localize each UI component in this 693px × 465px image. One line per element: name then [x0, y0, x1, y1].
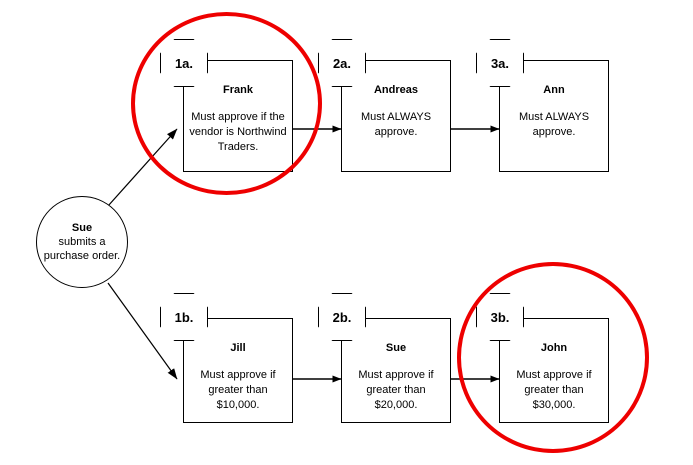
task-rule-1a: Must approve if the vendor is Northwind …	[189, 111, 287, 153]
octagon-shape-icon	[318, 293, 366, 341]
step-badge-1b[interactable]: 1b.	[160, 293, 208, 341]
task-person-3b: John	[540, 342, 568, 354]
step-badge-2b[interactable]: 2b.	[318, 293, 366, 341]
task-person-3a: Ann	[543, 84, 565, 96]
step-badge-3a[interactable]: 3a.	[476, 39, 524, 87]
step-badge-2a[interactable]: 2a.	[318, 39, 366, 87]
task-rule-3a: Must ALWAYS approve.	[518, 111, 590, 138]
octagon-shape-icon	[476, 39, 524, 87]
task-person-1a: Frank	[223, 84, 253, 96]
octagon-shape-icon	[476, 293, 524, 341]
task-box-3b[interactable]: John Must approve if greater than $30,00…	[499, 318, 609, 423]
step-badge-3b[interactable]: 3b.	[476, 293, 524, 341]
start-node-body: submits a purchase order.	[43, 236, 121, 262]
task-rule-3b: Must approve if greater than $30,000.	[516, 369, 592, 411]
step-label-3a: 3a.	[490, 55, 510, 71]
octagon-shape-icon	[160, 293, 208, 341]
edge-start-to-1a	[107, 128, 178, 207]
step-label-1a: 1a.	[174, 55, 194, 71]
step-badge-1a[interactable]: 1a.	[160, 39, 208, 87]
step-label-2b: 2b.	[332, 309, 352, 325]
step-label-2a: 2a.	[332, 55, 352, 71]
task-rule-2b: Must approve if greater than $20,000.	[358, 369, 434, 411]
edge-start-to-1b	[107, 282, 178, 380]
start-node-name: Sue	[71, 222, 93, 234]
step-label-1b: 1b.	[174, 309, 194, 325]
task-rule-2a: Must ALWAYS approve.	[360, 111, 432, 138]
task-person-2a: Andreas	[373, 84, 419, 96]
task-person-2b: Sue	[385, 342, 407, 354]
task-rule-1b: Must approve if greater than $10,000.	[200, 369, 276, 411]
task-person-1b: Jill	[230, 342, 246, 354]
start-node-sue[interactable]: Sue submits a purchase order.	[36, 196, 128, 288]
task-box-3a[interactable]: Ann Must ALWAYS approve.	[499, 60, 609, 172]
task-box-1b[interactable]: Jill Must approve if greater than $10,00…	[183, 318, 293, 423]
octagon-shape-icon	[160, 39, 208, 87]
task-box-2b[interactable]: Sue Must approve if greater than $20,000…	[341, 318, 451, 423]
step-label-3b: 3b.	[490, 309, 510, 325]
